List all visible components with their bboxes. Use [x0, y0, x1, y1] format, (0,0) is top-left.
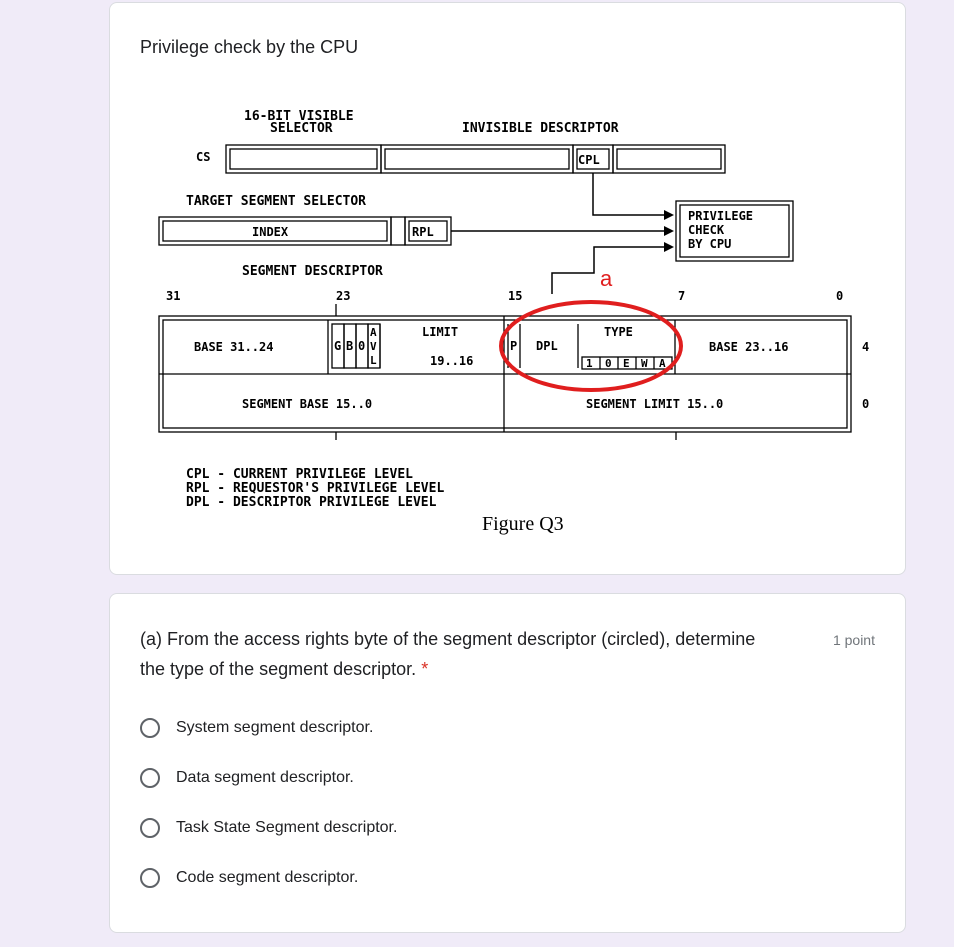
bit-15: 15	[508, 289, 522, 303]
limit-label: LIMIT	[422, 325, 458, 339]
bit-31: 31	[166, 289, 180, 303]
option-system-segment[interactable]: System segment descriptor.	[140, 714, 373, 742]
option-data-segment[interactable]: Data segment descriptor.	[140, 764, 354, 792]
radio-button[interactable]	[140, 868, 160, 888]
option-label: Code segment descriptor.	[176, 869, 359, 886]
privilege-check-line-1: PRIVILEGE	[688, 209, 753, 223]
question-label: (a) From the access rights byte of the s…	[140, 629, 756, 679]
flag-avl-v: V	[370, 340, 377, 353]
dpl-field: DPL	[536, 339, 558, 353]
radio-button[interactable]	[140, 718, 160, 738]
points-label: 1 point	[832, 632, 875, 648]
segment-limit: SEGMENT LIMIT 15..0	[586, 397, 723, 411]
question-text: (a) From the access rights byte of the s…	[140, 624, 780, 684]
radio-button[interactable]	[140, 818, 160, 838]
rpl-field: RPL	[412, 225, 434, 239]
base-23-16: BASE 23..16	[709, 340, 788, 354]
privilege-check-line-3: BY CPU	[688, 237, 731, 251]
visible-selector-label-2: SELECTOR	[270, 121, 333, 136]
bit-7: 7	[678, 289, 685, 303]
option-label: System segment descriptor.	[176, 719, 374, 736]
segment-base: SEGMENT BASE 15..0	[242, 397, 372, 411]
flag-b: B	[346, 339, 353, 353]
option-label: Data segment descriptor.	[176, 769, 354, 786]
flag-g: G	[334, 339, 341, 353]
offset-0: 0	[862, 397, 869, 411]
cs-label: CS	[196, 150, 210, 164]
red-circle-annotation	[499, 300, 683, 392]
annotation-a: a	[600, 266, 613, 291]
flag-avl-a: A	[370, 326, 377, 339]
option-code-segment[interactable]: Code segment descriptor.	[140, 864, 358, 892]
type-bit-e: E	[623, 357, 630, 370]
bit-23: 23	[336, 289, 350, 303]
offset-4: 4	[862, 340, 869, 354]
question-card: (a) From the access rights byte of the s…	[109, 593, 906, 933]
radio-button[interactable]	[140, 768, 160, 788]
flag-avl-l: L	[370, 354, 377, 367]
flag-0: 0	[358, 339, 365, 353]
legend-rpl: RPL - REQUESTOR'S PRIVILEGE LEVEL	[186, 481, 444, 496]
type-label: TYPE	[604, 325, 633, 339]
invisible-descriptor-label: INVISIBLE DESCRIPTOR	[462, 121, 619, 136]
index-field: INDEX	[252, 225, 289, 239]
segment-descriptor-label: SEGMENT DESCRIPTOR	[242, 264, 383, 279]
cpl-field: CPL	[578, 153, 600, 167]
required-mark: *	[421, 659, 429, 679]
card-title: Privilege check by the CPU	[140, 37, 359, 57]
privilege-check-line-2: CHECK	[688, 223, 725, 237]
option-label: Task State Segment descriptor.	[176, 819, 398, 836]
legend-cpl: CPL - CURRENT PRIVILEGE LEVEL	[186, 467, 413, 482]
type-bit-0: 0	[605, 357, 612, 370]
type-bit-1: 1	[586, 357, 593, 370]
option-task-state-segment[interactable]: Task State Segment descriptor.	[140, 814, 397, 842]
legend-dpl: DPL - DESCRIPTOR PRIVILEGE LEVEL	[186, 495, 437, 510]
bit-0: 0	[836, 289, 843, 303]
limit-bits: 19..16	[430, 354, 473, 368]
type-bit-w: W	[641, 357, 648, 370]
p-field: P	[510, 339, 517, 353]
figure-caption: Figure Q3	[482, 513, 564, 535]
type-bit-a: A	[659, 357, 666, 370]
target-selector-label: TARGET SEGMENT SELECTOR	[186, 194, 366, 209]
figure-card: Privilege check by the CPU 16-BIT VISIBL…	[109, 2, 906, 575]
privilege-check-figure: 16-BIT VISIBLE SELECTOR INVISIBLE DESCRI…	[158, 109, 869, 510]
base-31-24: BASE 31..24	[194, 340, 273, 354]
visible-selector-label: 16-BIT VISIBLE	[244, 109, 354, 124]
